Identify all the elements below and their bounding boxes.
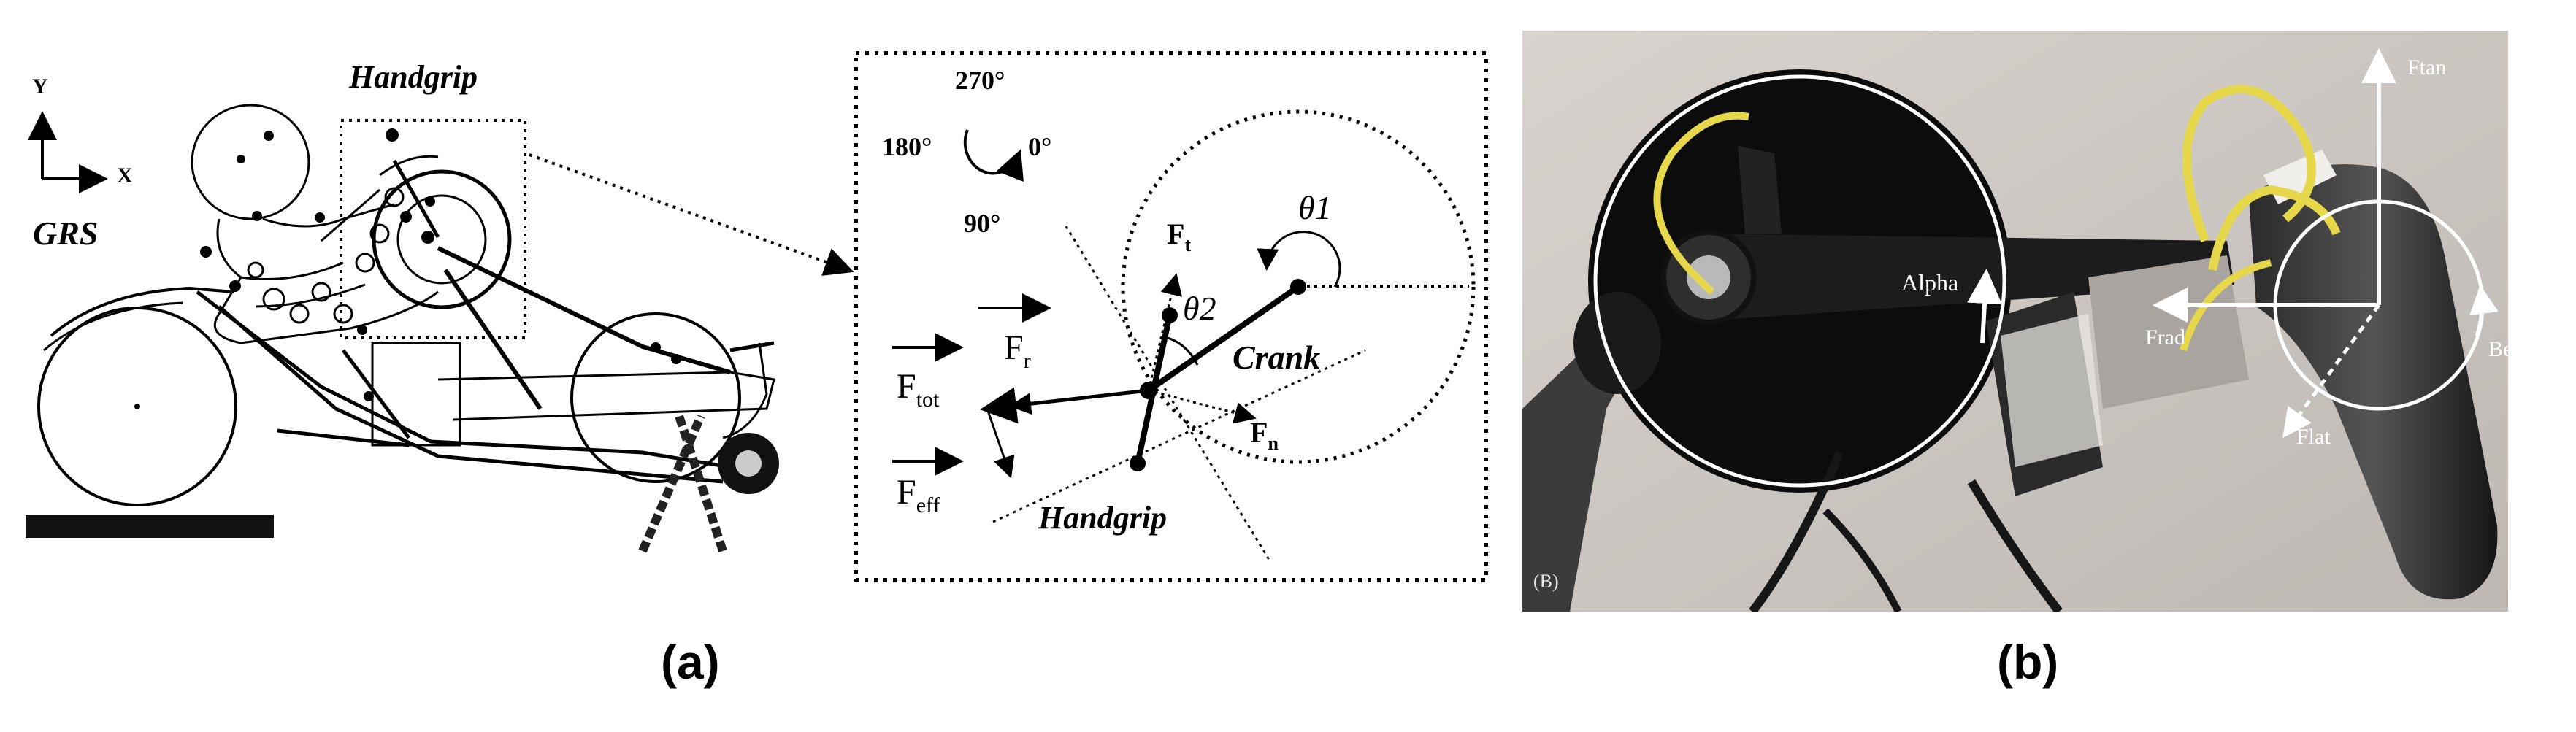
alpha-circle — [1593, 74, 2006, 488]
theta1-label: θ1 — [1298, 189, 1332, 226]
fn-vector — [1148, 389, 1257, 424]
ft-label: Ft — [1167, 217, 1191, 255]
tape-wrap — [2001, 314, 2103, 467]
crank-disc — [372, 169, 512, 309]
yellow-cable-right — [2182, 85, 2316, 243]
angle-0: 0° — [1028, 132, 1051, 161]
right-handgrip — [2249, 164, 2498, 600]
feff-vector — [986, 408, 1015, 479]
beta-label: Beta — [2488, 337, 2529, 361]
handcycle-frame — [196, 246, 775, 484]
photo-corner-label: (B) — [1533, 571, 1559, 592]
angle-270: 270° — [955, 66, 1005, 95]
front-wheel — [570, 312, 741, 483]
handgrip-box-label: Handgrip — [348, 59, 478, 95]
theta1-arc — [1257, 231, 1341, 288]
tangent-line-2 — [992, 349, 1366, 523]
zoom-leader-line — [529, 153, 854, 276]
grs-axes — [28, 111, 108, 193]
inset-handgrip-label: Handgrip — [1038, 500, 1167, 536]
fr-label: Fr — [1004, 328, 1031, 373]
feff-label: Feff — [897, 473, 940, 517]
ftan-label: Ftan — [2407, 55, 2446, 80]
caption-a: (a) — [661, 635, 720, 689]
theta2-arc — [1165, 336, 1199, 366]
crank-label: Crank — [1233, 339, 1320, 376]
axis-x-label: X — [117, 163, 133, 188]
grs-label: GRS — [33, 215, 98, 252]
fn-label: Fn — [1250, 416, 1279, 454]
rotation-arrow — [963, 129, 1024, 182]
body-markers — [200, 128, 681, 401]
ground-block — [26, 515, 274, 538]
ftot-label: Ftot — [897, 367, 940, 412]
alpha-label: Alpha — [1901, 269, 1958, 296]
crank-circle — [1121, 109, 1476, 464]
caption-b: (b) — [1997, 635, 2058, 689]
angle-90: 90° — [964, 209, 1000, 238]
panel-a-inset: 270° 180° 0° 90° θ1 θ2 Crank — [854, 51, 1488, 582]
black-cable — [1749, 450, 1844, 612]
angle-180: 180° — [882, 132, 932, 161]
yellow-cable-left — [1653, 112, 1749, 295]
axis-y-label: Y — [32, 74, 48, 99]
handgrip-bar — [1135, 315, 1173, 464]
flat-label: Flat — [2296, 425, 2331, 449]
stand — [638, 414, 727, 553]
panel-b-photo: Alpha Ftan Frad Beta Flat (B) — [1522, 31, 2529, 612]
alpha-arrow — [1967, 269, 2002, 344]
frad-label: Frad — [2145, 325, 2185, 350]
crank-arm — [1146, 284, 1300, 393]
panel-a-drawing: Y X GRS — [26, 59, 854, 553]
theta2-label: θ2 — [1183, 290, 1216, 327]
beta-arrow — [2469, 285, 2499, 336]
fr-vector — [1009, 389, 1149, 415]
